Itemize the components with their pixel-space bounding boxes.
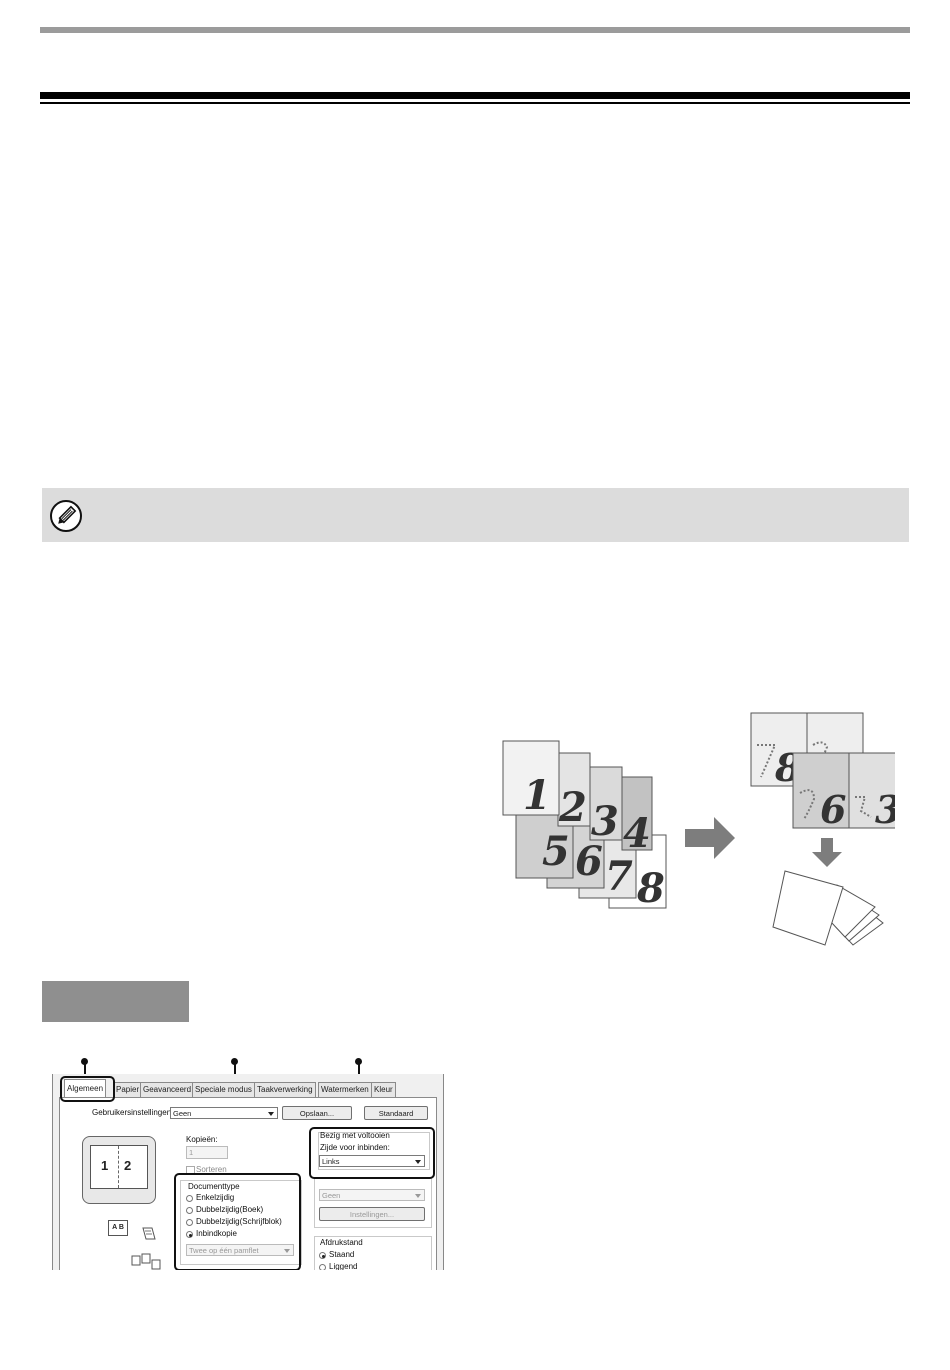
preview-page-1: 1: [101, 1158, 109, 1173]
staple-select[interactable]: Geen: [319, 1189, 425, 1201]
preview-fold-line: [118, 1146, 119, 1188]
output-page-3: 3: [875, 787, 895, 832]
radio-dubbelzijdig-boek[interactable]: [186, 1207, 193, 1214]
pamphlet-illustration: 8 7 6 5 4 3 2 1 8 1 6 3: [502, 712, 895, 946]
steps-tab: [42, 981, 189, 1022]
settings-button[interactable]: Instellingen...: [319, 1207, 425, 1221]
binding-edge-value: Links: [322, 1157, 340, 1166]
collate-label: Sorteren: [196, 1165, 227, 1174]
heading-rule-thin: [40, 102, 910, 104]
tab-geavanceerd[interactable]: Geavanceerd: [140, 1082, 195, 1097]
stack-page-6: 6: [575, 838, 603, 885]
layout-preview: 1 2: [82, 1136, 156, 1204]
radio-dubbelzijdig-schrijfblok[interactable]: [186, 1219, 193, 1226]
tab-panel: Gebruikersinstellingen: Geen Opslaan... …: [59, 1097, 437, 1270]
callout-dot-2: [231, 1058, 238, 1065]
binding-edge-select[interactable]: Links: [319, 1155, 425, 1167]
option-inbindkopie: Inbindkopie: [196, 1229, 237, 1238]
down-arrow-icon: [812, 838, 842, 867]
copies-input[interactable]: 1: [186, 1146, 228, 1159]
document-type-group: [180, 1180, 302, 1265]
booklet-preview: A B: [108, 1220, 128, 1236]
pamphlet-layout-select[interactable]: Twee op één pamflet: [186, 1244, 294, 1256]
orientation-group: [314, 1236, 432, 1270]
callout-dot-1: [81, 1058, 88, 1065]
default-button[interactable]: Standaard: [364, 1106, 428, 1120]
callout-box-2: [174, 1173, 301, 1270]
callout-box-3: [309, 1127, 435, 1179]
finishing-group: [318, 1132, 430, 1170]
staple-icon: [131, 1253, 161, 1270]
option-dubbelzijdig-schrijfblok: Dubbelzijdig(Schrijfblok): [196, 1217, 282, 1226]
binding-edge-label: Zijde voor inbinden:: [320, 1143, 390, 1152]
copies-value: 1: [189, 1148, 194, 1157]
tab-algemeen[interactable]: Algemeen: [64, 1079, 107, 1098]
pamphlet-layout-value: Twee op één pamflet: [189, 1246, 259, 1255]
output-sheets: 8 1 6 3: [750, 712, 895, 832]
radio-liggend[interactable]: [319, 1264, 326, 1270]
stack-page-8: 8: [636, 865, 665, 912]
tab-papier[interactable]: Papier: [113, 1082, 143, 1097]
stack-page-3: 3: [591, 798, 619, 845]
pencil-icon: [50, 500, 82, 532]
radio-staand[interactable]: [319, 1252, 326, 1259]
chevron-down-icon: [415, 1194, 421, 1198]
callout-dot-3: [355, 1058, 362, 1065]
option-enkelzijdig: Enkelzijdig: [196, 1193, 235, 1202]
callout-leader-1: [84, 1062, 86, 1078]
radio-inbindkopie[interactable]: [186, 1231, 193, 1238]
chevron-down-icon: [415, 1160, 421, 1164]
right-arrow-icon: [685, 817, 735, 859]
chevron-down-icon: [268, 1112, 274, 1116]
user-settings-select[interactable]: Geen: [170, 1107, 278, 1119]
tab-watermerken[interactable]: Watermerken: [318, 1082, 372, 1097]
top-rule: [40, 27, 910, 33]
option-staand: Staand: [329, 1250, 355, 1259]
stack-page-4: 4: [623, 810, 651, 857]
document-type-legend: Documenttype: [188, 1182, 240, 1191]
save-button[interactable]: Opslaan...: [282, 1106, 352, 1120]
heading-rule: [40, 92, 910, 99]
user-settings-value: Geen: [173, 1109, 192, 1118]
printer-dialog: Algemeen Papier Geavanceerd Speciale mod…: [52, 1074, 444, 1270]
option-dubbelzijdig-boek: Dubbelzijdig(Boek): [196, 1205, 264, 1214]
tab-kleur[interactable]: Kleur: [371, 1082, 396, 1097]
option-liggend: Liggend: [329, 1262, 358, 1270]
tab-speciale-modus[interactable]: Speciale modus: [192, 1082, 255, 1097]
radio-enkelzijdig[interactable]: [186, 1195, 193, 1202]
finishing-legend: Bezig met voltooien: [320, 1131, 390, 1140]
chevron-down-icon: [284, 1249, 290, 1253]
output-page-6: 6: [820, 787, 846, 832]
callout-box-1: [60, 1076, 115, 1102]
document-icon: [142, 1227, 156, 1240]
page-stack: 8 7 6 5 4 3 2 1: [502, 740, 667, 912]
preview-sheet: 1 2: [90, 1145, 148, 1189]
preview-page-2: 2: [124, 1158, 132, 1173]
stack-page-5: 5: [542, 828, 570, 875]
note-bar: [42, 488, 909, 542]
stack-page-2: 2: [558, 784, 587, 831]
copies-label: Kopieën:: [186, 1135, 218, 1144]
booklet-icon: [772, 870, 884, 946]
user-settings-label: Gebruikersinstellingen:: [92, 1108, 174, 1117]
stack-page-7: 7: [605, 853, 633, 900]
staple-value: Geen: [322, 1191, 341, 1200]
stack-page-1: 1: [523, 772, 551, 819]
tab-taakverwerking[interactable]: Taakverwerking: [254, 1082, 316, 1097]
orientation-legend: Afdrukstand: [320, 1238, 363, 1247]
